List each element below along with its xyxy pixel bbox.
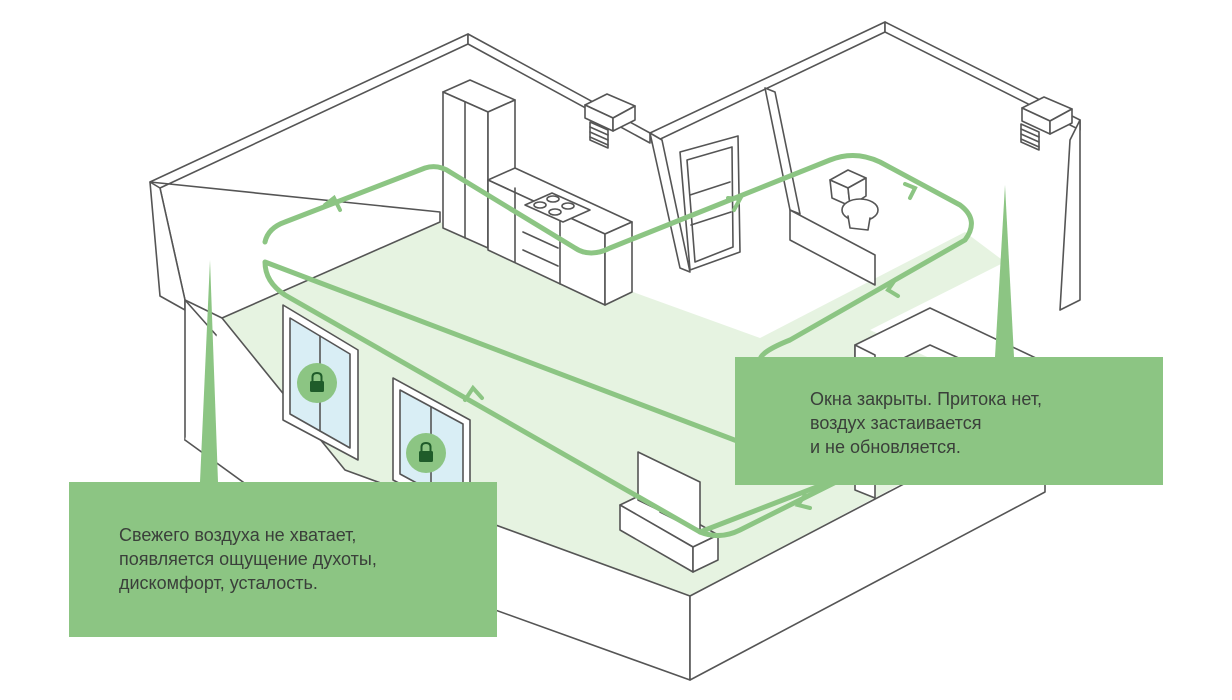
bathroom-partition	[789, 209, 876, 286]
vent-grille-icon	[589, 121, 609, 149]
vent-shaft-right	[1021, 96, 1073, 135]
callout-left-text: Свежего воздуха не хватает, появляется о…	[119, 523, 377, 595]
callout-right-text: Окна закрыты. Притока нет, воздух застаи…	[810, 387, 1042, 459]
callout-right-line: и не обновляется.	[810, 437, 961, 457]
callout-right: Окна закрыты. Притока нет, воздух застаи…	[735, 357, 1163, 485]
callout-right-line: воздух застаивается	[810, 413, 982, 433]
callout-pointer-left	[200, 260, 218, 482]
lock-icon	[406, 433, 446, 473]
vent-grille-icon	[1020, 123, 1040, 151]
callout-left-line: появляется ощущение духоты,	[119, 549, 377, 569]
door-icon	[679, 135, 741, 271]
toilet-icon	[829, 169, 879, 231]
callout-left: Свежего воздуха не хватает, появляется о…	[69, 482, 497, 637]
callout-left-line: дискомфорт, усталость.	[119, 573, 318, 593]
callout-left-line: Свежего воздуха не хватает,	[119, 525, 357, 545]
stove-icon	[522, 192, 591, 267]
lock-icon	[297, 363, 337, 403]
vent-shaft-left	[584, 93, 636, 132]
callout-pointer-right	[995, 185, 1014, 357]
callout-right-line: Окна закрыты. Притока нет,	[810, 389, 1043, 409]
airflow-arrow-icon	[323, 182, 918, 510]
